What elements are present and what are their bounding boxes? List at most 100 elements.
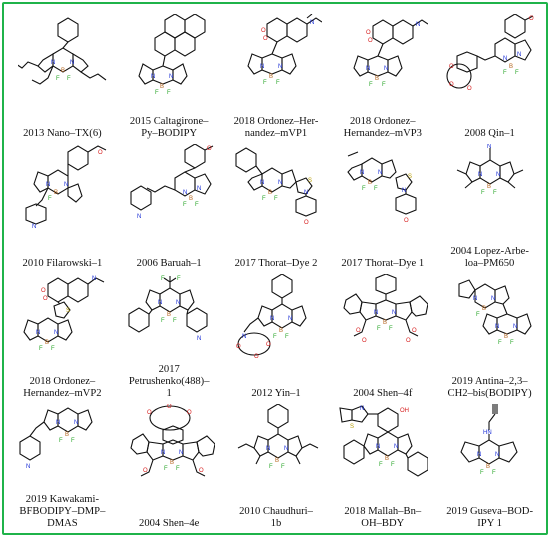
- svg-text:F: F: [369, 82, 373, 88]
- compound-label: 2019 Kawakami- BFBODIPY–DMP– DMAS: [19, 494, 106, 529]
- svg-text:N: N: [374, 310, 378, 316]
- svg-text:S: S: [66, 308, 70, 314]
- compound-label: 2019 Guseva–BOD- IPY 1: [446, 506, 533, 529]
- svg-text:F: F: [195, 202, 199, 208]
- svg-text:N: N: [54, 330, 58, 336]
- svg-text:N: N: [270, 316, 274, 322]
- svg-text:N: N: [176, 300, 180, 306]
- compound-label: 2004 Shen–4e: [139, 518, 200, 529]
- svg-text:F: F: [285, 334, 289, 340]
- svg-text:O: O: [304, 220, 309, 226]
- svg-text:N: N: [70, 60, 74, 66]
- svg-text:F: F: [377, 326, 381, 332]
- svg-text:O: O: [263, 36, 268, 42]
- svg-text:F: F: [379, 462, 383, 468]
- svg-text:N: N: [278, 64, 282, 70]
- svg-text:B: B: [486, 464, 490, 470]
- svg-text:F: F: [161, 318, 165, 324]
- svg-text:O: O: [98, 150, 103, 156]
- svg-text:F: F: [389, 326, 393, 332]
- svg-text:B: B: [167, 312, 171, 318]
- svg-text:N: N: [64, 182, 68, 188]
- svg-text:F: F: [493, 190, 497, 196]
- svg-text:N: N: [266, 446, 270, 452]
- svg-text:B: B: [189, 196, 193, 202]
- compound-label: 2018 Ordonez–Her- nandez–mVP1: [233, 116, 319, 139]
- svg-text:O: O: [266, 342, 271, 348]
- svg-text:O: O: [366, 30, 371, 36]
- svg-text:F: F: [515, 70, 519, 76]
- svg-text:O: O: [467, 86, 472, 92]
- svg-text:N: N: [242, 334, 246, 340]
- svg-text:F: F: [183, 202, 187, 208]
- svg-text:O: O: [412, 328, 417, 334]
- svg-text:OH: OH: [400, 408, 409, 414]
- svg-text:N: N: [197, 186, 201, 192]
- svg-text:O: O: [41, 288, 46, 294]
- svg-text:O: O: [404, 218, 409, 224]
- svg-text:F: F: [155, 90, 159, 96]
- compound-label: 2015 Caltagirone– Py–BODIPY: [129, 116, 209, 139]
- svg-text:N: N: [169, 74, 173, 80]
- svg-text:N: N: [288, 316, 292, 322]
- svg-text:F: F: [56, 76, 60, 82]
- svg-text:OH: OH: [278, 274, 287, 276]
- svg-text:N: N: [278, 180, 282, 186]
- svg-text:N: N: [384, 66, 388, 72]
- svg-text:O: O: [449, 64, 454, 70]
- svg-text:N: N: [197, 336, 201, 342]
- svg-text:N: N: [151, 74, 155, 80]
- svg-text:O: O: [43, 296, 48, 302]
- svg-text:B: B: [385, 456, 389, 462]
- svg-text:N: N: [495, 452, 499, 458]
- svg-text:O: O: [143, 468, 148, 474]
- svg-text:N: N: [491, 296, 495, 302]
- svg-text:N: N: [473, 296, 477, 302]
- svg-text:N: N: [477, 452, 481, 458]
- svg-text:N: N: [32, 224, 36, 228]
- svg-text:N: N: [513, 324, 517, 330]
- svg-text:F: F: [276, 80, 280, 86]
- svg-text:N: N: [392, 310, 396, 316]
- svg-text:N: N: [51, 60, 55, 66]
- svg-text:F: F: [362, 186, 366, 192]
- compound-label: 2017 Petrushenko(488)– 1: [128, 364, 210, 399]
- svg-text:B: B: [504, 334, 508, 340]
- svg-text:B: B: [269, 74, 273, 80]
- svg-text:F: F: [374, 186, 378, 192]
- svg-text:N: N: [394, 444, 398, 450]
- compound-label: 2010 Chaudhuri– 1b: [239, 506, 313, 529]
- svg-text:F: F: [481, 190, 485, 196]
- svg-text:N: N: [36, 330, 40, 336]
- svg-text:N: N: [487, 144, 491, 150]
- compound-label: 2018 Ordonez– Hernandez–mVP3: [343, 116, 422, 139]
- compound-label: 2008 Qin–1: [464, 128, 515, 139]
- svg-text:N: N: [495, 324, 499, 330]
- svg-text:F: F: [39, 346, 43, 352]
- compound-label: 2013 Nano–TX(6): [23, 128, 102, 139]
- svg-text:N: N: [310, 20, 314, 26]
- compound-label: 2004 Lopez-Arbe- loa–PM650: [450, 246, 529, 269]
- svg-text:S: S: [308, 178, 312, 184]
- svg-text:N: N: [416, 22, 420, 28]
